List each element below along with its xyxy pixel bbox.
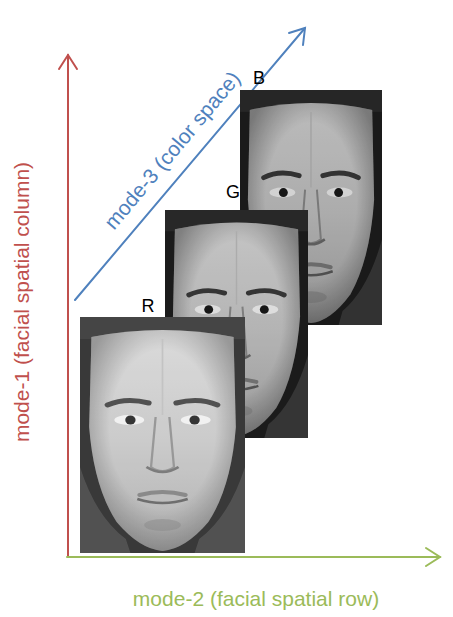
axis-label: mode-3 (color space) <box>100 67 244 232</box>
face-image-r <box>80 317 245 553</box>
mode1-axis <box>59 55 77 557</box>
channel-label: B <box>253 69 265 87</box>
axis-label: mode-1 (facial spatial column) <box>11 162 32 442</box>
channel-label: G <box>226 183 240 201</box>
axis-label: mode-2 (facial spatial row) <box>133 588 379 609</box>
channel-label: R <box>142 297 155 315</box>
mode2-axis <box>67 548 440 566</box>
